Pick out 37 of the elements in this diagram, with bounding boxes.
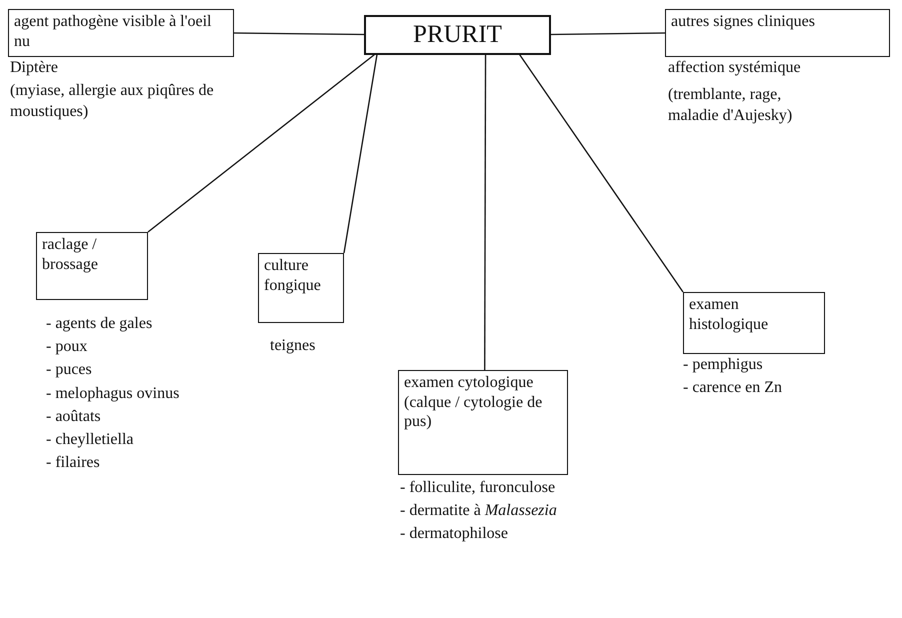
connector-line [148, 53, 376, 233]
note-text: - carence en Zn [683, 378, 784, 398]
connector-line [234, 32, 364, 36]
note-text: (tremblante, rage, maladie d'Aujesky) [668, 84, 794, 126]
node-text: autres signes cliniques [671, 12, 816, 32]
note-text: - cheylletiella [46, 430, 135, 450]
node-text: agent pathogène visible à l'oeil nu [14, 12, 212, 52]
note-text: - dermatophilose [400, 524, 509, 544]
note-text: - poux [46, 337, 88, 358]
note-text: Diptère [10, 58, 59, 78]
note-text: affection systémique [668, 58, 802, 78]
concept-box [36, 232, 148, 300]
note-text: - puces [46, 360, 93, 380]
connector-line [551, 32, 665, 36]
concept-box [8, 9, 234, 57]
node-text: PRURIT [412, 20, 503, 50]
concept-box [398, 370, 568, 475]
concept-box [665, 9, 890, 57]
note-text: - dermatite à Malassezia [400, 500, 558, 521]
node-text: raclage / brossage [42, 235, 99, 274]
note-text: - aoûtats [46, 406, 102, 427]
note-text: - filaires [46, 453, 101, 474]
node-text: examen histologique [689, 295, 770, 334]
connector-line [518, 54, 684, 292]
note-text: - pemphigus [683, 355, 764, 375]
concept-box [258, 253, 344, 323]
note-text: - agents de gales [46, 314, 154, 334]
concept-box [364, 15, 551, 54]
concept-box [683, 292, 825, 354]
note-text: - melophagus ovinus [46, 384, 180, 404]
note-text: - folliculite, furonculose [400, 478, 556, 498]
connector-line [484, 54, 486, 370]
node-text: culture fongique [264, 256, 322, 296]
note-text: (myiase, allergie aux piqûres de moustiques) [10, 80, 215, 122]
connector-line [343, 54, 378, 254]
node-text: examen cytologique (calque / cytologie de pus) [404, 373, 544, 432]
note-text: teignes [270, 336, 316, 356]
